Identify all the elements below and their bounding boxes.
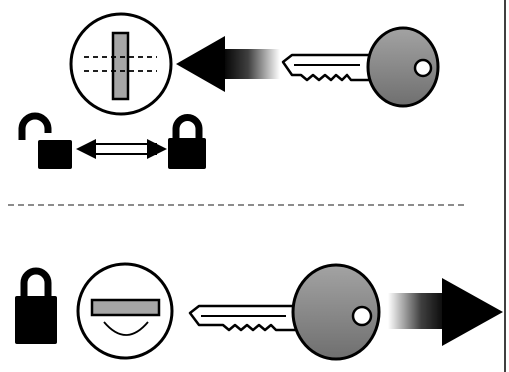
remove-arrow-icon xyxy=(388,278,503,346)
lock-cylinder-horizontal-slot-icon xyxy=(76,262,174,360)
key-icon xyxy=(188,263,381,361)
padlock-locked-icon xyxy=(15,267,57,344)
key-icon xyxy=(281,26,440,108)
lock-toggle-arrow-icon xyxy=(76,139,167,159)
panel-remove-key xyxy=(15,262,503,361)
panel-insert-key xyxy=(18,12,440,169)
lock-cylinder-vertical-slot-icon xyxy=(69,12,173,116)
padlock-locked-icon xyxy=(168,114,206,169)
insert-arrow-icon xyxy=(176,36,280,92)
padlock-unlocked-icon xyxy=(18,112,72,169)
